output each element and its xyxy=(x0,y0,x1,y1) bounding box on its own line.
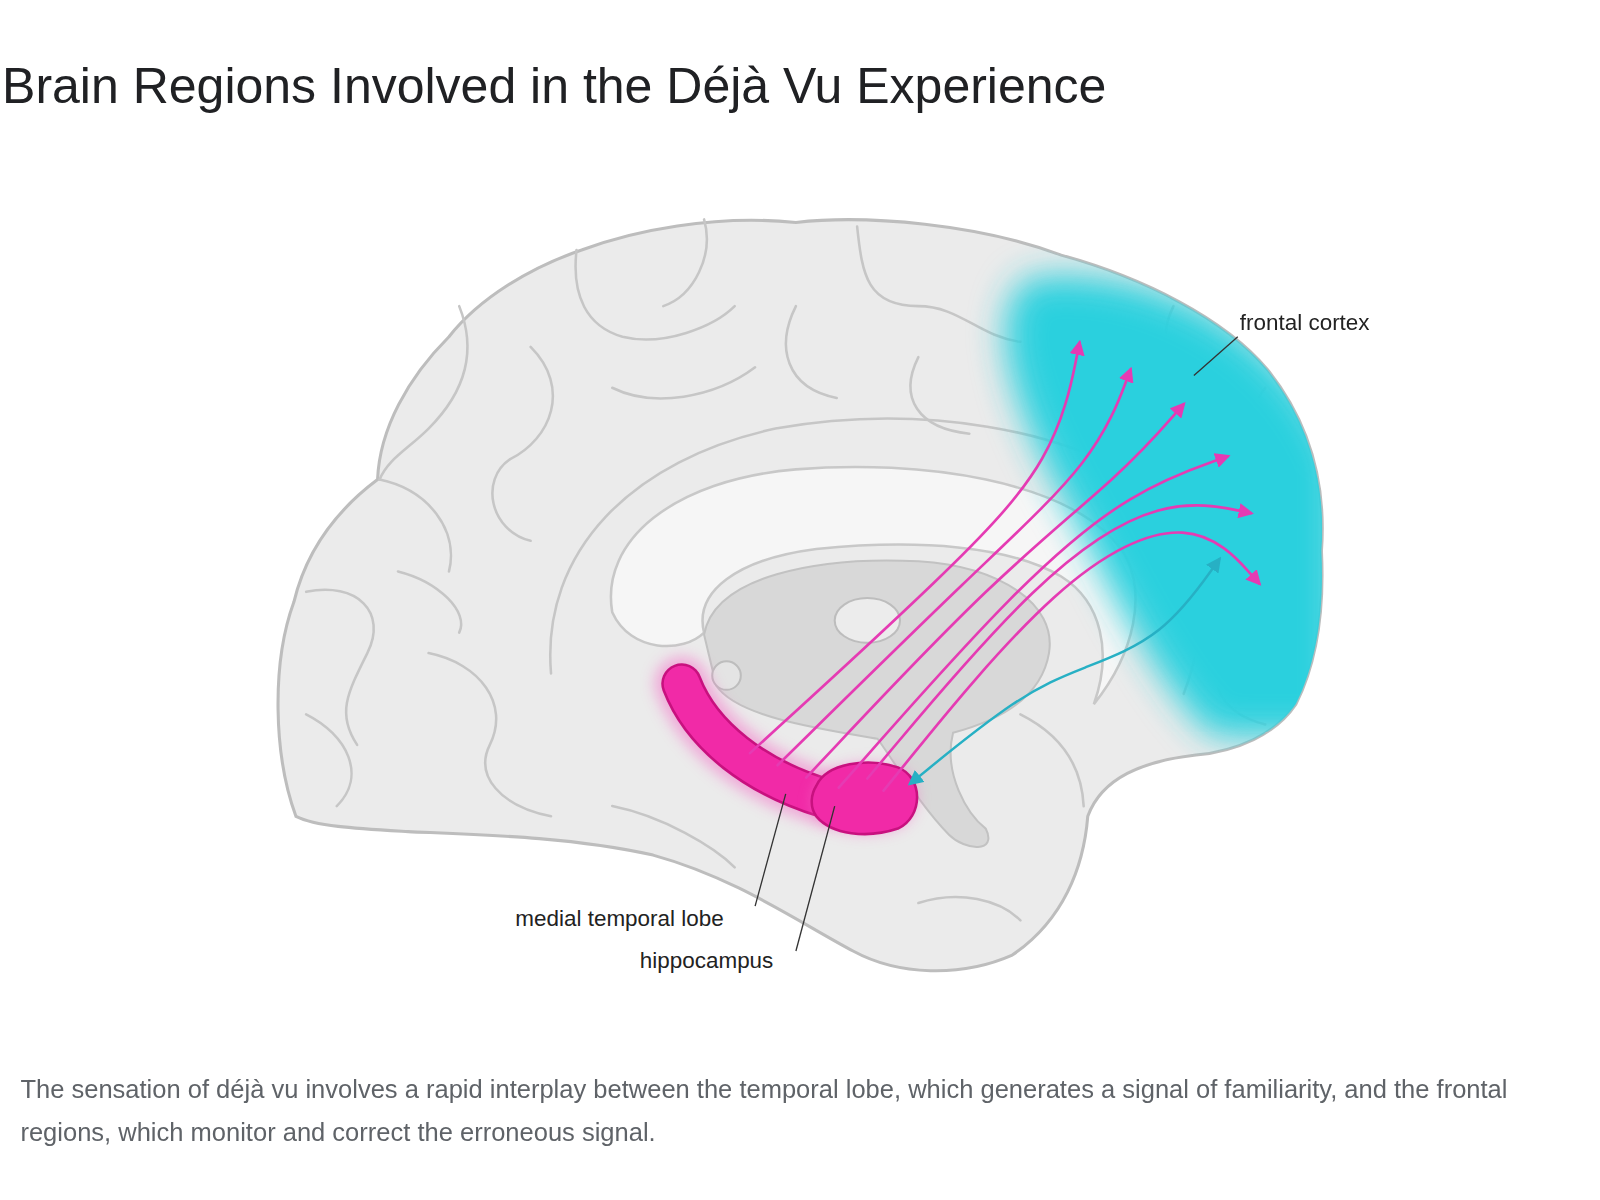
brain-region: hippocampus xyxy=(806,755,923,842)
gyrus-line xyxy=(918,897,1020,920)
leader-line xyxy=(796,806,835,951)
gyrus-line xyxy=(857,227,1020,342)
gyrus-line xyxy=(786,306,837,398)
diagram-title: Brain Regions Involved in the Déjà Vu Ex… xyxy=(2,57,1106,114)
gyrus-line xyxy=(576,250,735,339)
gyrus-line xyxy=(429,653,551,816)
gyrus-line xyxy=(1020,714,1083,806)
gyrus-line xyxy=(398,571,461,632)
gyrus-line xyxy=(306,590,374,745)
figure-caption: The sensation of déjà vu involves a rapi… xyxy=(20,1067,1561,1153)
region-label: hippocampus xyxy=(640,948,774,975)
gyrus-line xyxy=(612,367,755,398)
hippocampus-highlight xyxy=(806,755,923,842)
mammillary-body xyxy=(712,661,741,690)
gyrus-line xyxy=(663,219,706,306)
region-label: frontal cortex xyxy=(1240,309,1370,336)
gyrus-line xyxy=(380,306,468,479)
gyrus-line xyxy=(380,480,451,572)
brain-region: medial temporal lobehippocampus xyxy=(658,658,923,842)
gyrus-line xyxy=(306,714,351,806)
thalamus-region xyxy=(704,560,1050,847)
gyrus-line xyxy=(612,806,734,867)
region-label: medial temporal lobe xyxy=(515,905,723,932)
brain-region: frontal cortex xyxy=(980,265,1327,734)
thalamus-oval xyxy=(835,598,900,643)
gyrus-line xyxy=(492,347,552,541)
frontal-glow xyxy=(980,265,1327,734)
